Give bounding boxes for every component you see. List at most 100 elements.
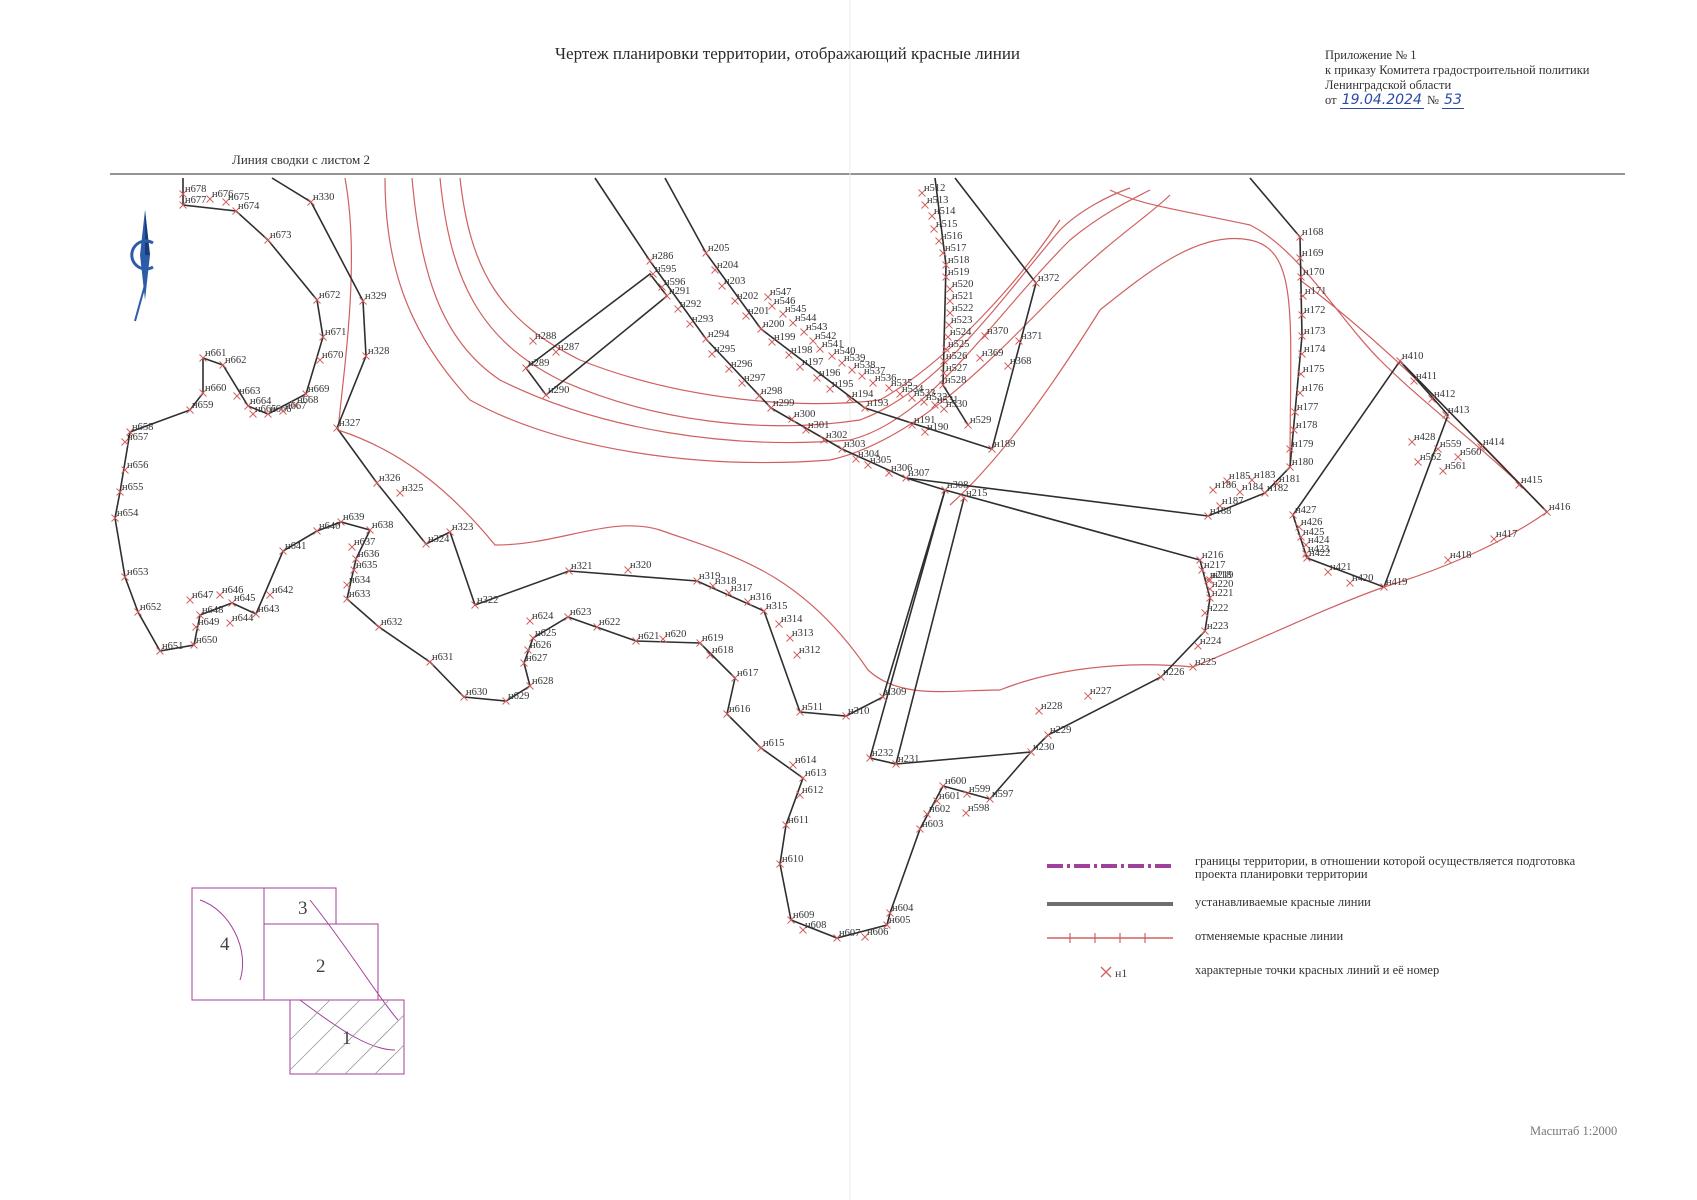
point-label: н322 [477, 595, 498, 606]
point-marker: н411 [1410, 371, 1437, 385]
point-label: н668 [297, 395, 318, 406]
characteristic-points: н678н677н676н675н674н673н330н329н672н671… [111, 183, 1570, 942]
point-label: н218 [1210, 570, 1231, 581]
point-label: н611 [788, 815, 809, 826]
point-marker: н320 [624, 560, 651, 574]
point-label: н217 [1204, 560, 1225, 571]
point-label: н323 [452, 522, 473, 533]
point-marker: н169 [1296, 248, 1323, 262]
date-prefix: от [1325, 93, 1337, 107]
point-marker: н640 [313, 521, 340, 535]
point-marker: н185 [1223, 471, 1250, 485]
point-marker: н513 [921, 195, 948, 209]
point-label: н627 [526, 653, 547, 664]
point-label: н289 [528, 358, 549, 369]
point-marker: н535 [885, 378, 912, 392]
point-marker: н607 [833, 928, 860, 942]
point-marker: н225 [1189, 657, 1216, 671]
point-label: н221 [1212, 588, 1233, 599]
point-marker: н655 [116, 482, 143, 496]
point-marker: н202 [731, 291, 758, 305]
point-marker: н306 [885, 463, 912, 477]
point-marker: н219 [1206, 570, 1233, 584]
point-label: н542 [815, 331, 836, 342]
point-marker: н287 [552, 342, 579, 356]
point-label: н180 [1292, 457, 1313, 468]
point-label: н676 [212, 189, 233, 200]
point-marker: н624 [526, 611, 554, 625]
point-label: н559 [1440, 439, 1461, 450]
index-outline [199, 899, 399, 1051]
point-marker: н298 [755, 386, 782, 400]
point-label: н631 [432, 652, 453, 663]
point-marker: н221 [1206, 588, 1233, 602]
cancelled-line-1 [337, 177, 1548, 693]
point-marker: н368 [1004, 356, 1031, 370]
point-marker: н562 [1414, 452, 1441, 466]
point-marker: н530 [940, 399, 967, 413]
point-marker: н534 [896, 384, 924, 398]
page-title: Чертеж планировки территории, отображающ… [555, 44, 1021, 63]
point-marker: н672 [313, 290, 340, 304]
point-marker: н632 [375, 617, 402, 631]
legend-row-boundary: границы территории, в отношении которой … [1045, 855, 1605, 887]
point-label: н194 [852, 389, 874, 400]
point-marker: н644 [226, 613, 254, 627]
point-label: н185 [1229, 471, 1250, 482]
point-label: н371 [1021, 331, 1042, 342]
point-label: н220 [1212, 579, 1233, 590]
point-marker: н226 [1157, 667, 1184, 681]
point-marker: н216 [1196, 550, 1223, 564]
point-label: н224 [1200, 636, 1222, 647]
point-marker: н189 [988, 439, 1015, 453]
point-label: н297 [744, 373, 765, 384]
point-marker: н322 [471, 595, 498, 609]
point-label: н172 [1304, 305, 1325, 316]
index-sheet-3-label: 3 [298, 898, 308, 919]
point-label: н647 [192, 590, 213, 601]
cancelled-line-2 [384, 177, 1171, 464]
point-marker: н642 [266, 585, 293, 599]
point-label: н560 [1460, 447, 1481, 458]
point-label: н645 [234, 593, 255, 604]
appendix-block: Приложение № 1 к приказу Комитета градос… [1325, 48, 1589, 109]
point-label: н529 [970, 415, 991, 426]
point-marker: н630 [460, 687, 487, 701]
point-label: н629 [508, 691, 529, 702]
point-marker: н540 [828, 346, 855, 360]
point-marker: н537 [858, 366, 885, 380]
point-label: н511 [802, 702, 823, 713]
point-label: н190 [927, 422, 948, 433]
point-marker: н315 [760, 601, 787, 615]
point-marker: н515 [930, 219, 957, 233]
number-prefix: № [1426, 93, 1439, 107]
point-marker: н669 [302, 384, 329, 398]
point-marker: н197 [796, 357, 823, 371]
point-marker: н230 [1027, 742, 1054, 756]
point-label: н193 [867, 398, 888, 409]
point-marker: н634 [343, 575, 371, 589]
point-marker: н529 [964, 415, 991, 429]
point-label: н663 [239, 386, 260, 397]
point-marker: н531 [931, 395, 958, 409]
point-marker: н525 [942, 339, 969, 353]
point-label: н231 [898, 754, 919, 765]
point-label: н612 [802, 785, 823, 796]
point-marker: н524 [944, 327, 972, 341]
point-label: н304 [858, 449, 880, 460]
point-marker: н611 [782, 815, 809, 829]
point-marker: н532 [920, 392, 947, 406]
point-marker: н218 [1204, 570, 1231, 584]
point-label: н649 [198, 617, 219, 628]
point-marker: н183 [1248, 470, 1275, 484]
point-label: н641 [285, 541, 306, 552]
point-marker: н561 [1439, 461, 1466, 475]
point-marker: н610 [776, 854, 803, 868]
point-marker: н426 [1295, 517, 1322, 531]
point-label: н425 [1303, 527, 1324, 538]
point-marker: н643 [252, 604, 279, 618]
point-label: н317 [731, 583, 752, 594]
established-line-west-inner [271, 177, 946, 717]
point-marker: н521 [946, 291, 973, 305]
point-marker: н305 [864, 455, 891, 469]
